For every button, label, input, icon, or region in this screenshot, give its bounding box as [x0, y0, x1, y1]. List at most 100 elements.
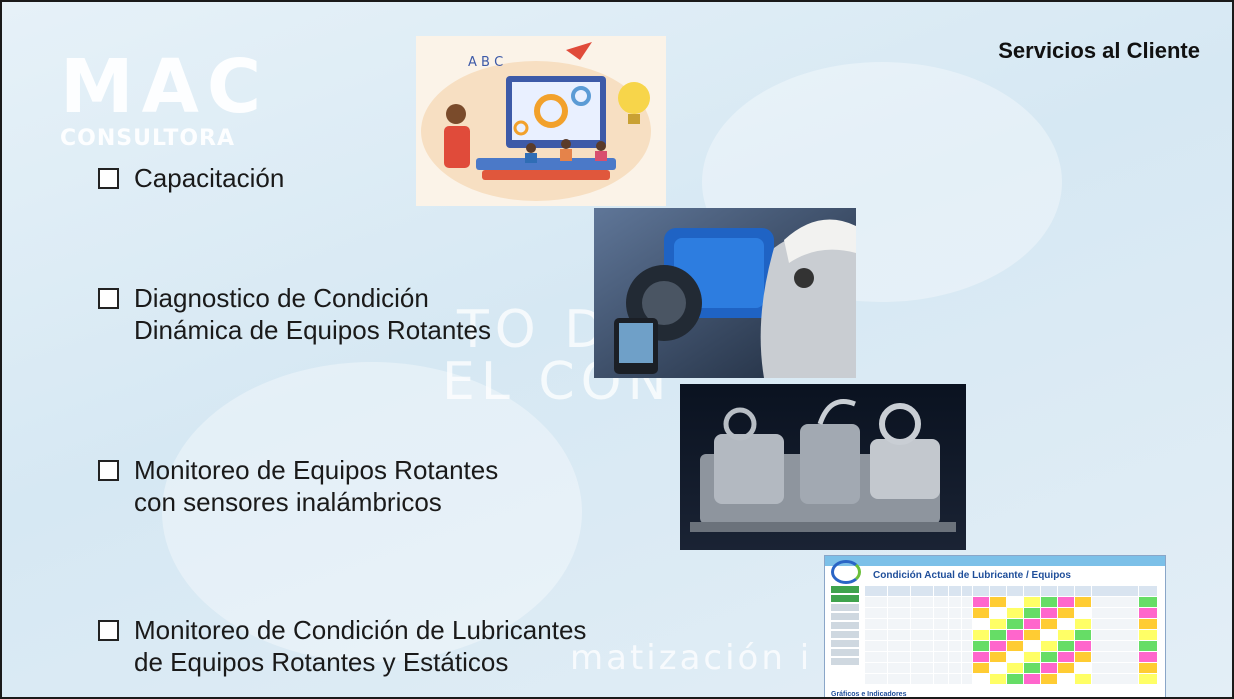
report-table-cell — [888, 674, 910, 684]
report-table-cell — [911, 641, 933, 651]
report-table-cell — [1058, 619, 1074, 629]
report-table-cell — [1058, 630, 1074, 640]
report-table-cell — [911, 608, 933, 618]
report-table-cell — [865, 641, 887, 651]
service-label: Capacitación — [134, 163, 285, 193]
report-table-cell — [1007, 608, 1023, 618]
service-label-line-1: Diagnostico de Condición — [134, 283, 429, 313]
report-table-row — [865, 630, 1159, 640]
checkbox-bullet-icon — [98, 460, 119, 481]
report-sidebar — [831, 586, 859, 667]
service-item-capacitacion: Capacitación — [98, 162, 284, 194]
report-table-cell — [1041, 652, 1057, 662]
report-table-cell — [1024, 597, 1040, 607]
report-table-cell — [990, 608, 1006, 618]
report-table-cell — [1075, 652, 1091, 662]
report-table-cell — [1007, 597, 1023, 607]
service-item-monitoreo-sensores: Monitoreo de Equipos Rotantes con sensor… — [98, 454, 498, 518]
report-table-cell — [1024, 630, 1040, 640]
report-table-cell — [934, 674, 948, 684]
report-table-cell — [1139, 663, 1157, 673]
report-table-cell — [1024, 586, 1040, 596]
logo-wordmark: MAC — [60, 44, 270, 130]
report-table-row — [865, 652, 1159, 662]
report-header-bar — [825, 556, 1165, 566]
report-table-cell — [865, 630, 887, 640]
report-table-cell — [1024, 674, 1040, 684]
report-table-cell — [949, 586, 961, 596]
report-table-cell — [1075, 619, 1091, 629]
report-table-cell — [934, 630, 948, 640]
rotating-equipment-photo — [680, 384, 966, 550]
report-table-cell — [911, 597, 933, 607]
report-table-cell — [1007, 652, 1023, 662]
report-table-cell — [973, 597, 989, 607]
report-table-cell — [934, 586, 948, 596]
report-table-cell — [1041, 641, 1057, 651]
report-table-cell — [934, 641, 948, 651]
report-table-cell — [1058, 663, 1074, 673]
report-table-cell — [973, 586, 989, 596]
report-table-cell — [1092, 674, 1138, 684]
report-table-cell — [865, 674, 887, 684]
report-table-cell — [973, 674, 989, 684]
report-table-cell — [973, 630, 989, 640]
report-table-row — [865, 641, 1159, 651]
report-table-cell — [1092, 597, 1138, 607]
report-table-cell — [990, 619, 1006, 629]
report-table-cell — [1007, 630, 1023, 640]
service-label-line-2: de Equipos Rotantes y Estáticos — [134, 647, 509, 677]
mac-consultora-watermark-logo: MAC CONSULTORA — [60, 50, 269, 151]
report-table-cell — [1075, 608, 1091, 618]
report-table-cell — [973, 652, 989, 662]
report-table-cell — [1092, 608, 1138, 618]
checkbox-bullet-icon — [98, 288, 119, 309]
report-table-cell — [1139, 586, 1157, 596]
report-table-cell — [865, 597, 887, 607]
report-table-cell — [934, 652, 948, 662]
report-table-cell — [1007, 674, 1023, 684]
report-table-cell — [1058, 674, 1074, 684]
report-table-cell — [911, 630, 933, 640]
report-table-cell — [1075, 630, 1091, 640]
report-table-cell — [1075, 663, 1091, 673]
report-table-row — [865, 586, 1159, 596]
report-table-cell — [1139, 652, 1157, 662]
report-footer-label: Gráficos e Indicadores — [831, 691, 907, 698]
report-table-cell — [1058, 641, 1074, 651]
report-table-cell — [962, 619, 972, 629]
report-table-cell — [911, 586, 933, 596]
report-table-cell — [1024, 652, 1040, 662]
service-label-line-2: con sensores inalámbricos — [134, 487, 442, 517]
report-table-cell — [990, 597, 1006, 607]
report-table-row — [865, 608, 1159, 618]
report-table-cell — [990, 641, 1006, 651]
service-label-line-1: Monitoreo de Condición de Lubricantes — [134, 615, 587, 645]
report-table-cell — [973, 619, 989, 629]
report-table-row — [865, 619, 1159, 629]
report-table-cell — [1092, 630, 1138, 640]
report-table-cell — [990, 663, 1006, 673]
report-table-cell — [990, 586, 1006, 596]
report-table-row — [865, 674, 1159, 684]
report-table-cell — [1139, 597, 1157, 607]
report-table-cell — [888, 619, 910, 629]
report-table-cell — [1139, 630, 1157, 640]
report-table-cell — [1041, 586, 1057, 596]
report-table-cell — [911, 674, 933, 684]
report-table-cell — [888, 586, 910, 596]
report-table-cell — [865, 586, 887, 596]
report-table-cell — [888, 641, 910, 651]
report-table-cell — [1075, 597, 1091, 607]
report-table-cell — [962, 663, 972, 673]
report-table-cell — [962, 608, 972, 618]
report-title: Condición Actual de Lubricante / Equipos — [873, 570, 1071, 581]
report-table-cell — [888, 608, 910, 618]
report-table-cell — [1092, 641, 1138, 651]
report-table-cell — [888, 630, 910, 640]
report-table-cell — [1007, 619, 1023, 629]
report-table-cell — [949, 630, 961, 640]
report-table-cell — [1075, 674, 1091, 684]
service-label-line-2: Dinámica de Equipos Rotantes — [134, 315, 491, 345]
